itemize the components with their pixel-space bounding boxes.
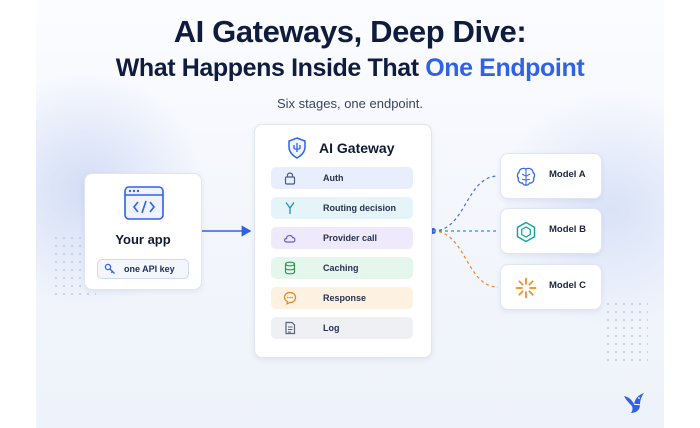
lock-icon: [284, 172, 296, 185]
cloud-icon: [284, 234, 296, 243]
brain-icon: [516, 167, 536, 186]
stage-label: Provider call: [323, 233, 378, 243]
database-icon: [284, 261, 296, 275]
stage-provider-call: Provider call: [271, 227, 413, 249]
stage-log: Log: [271, 317, 413, 339]
stage-label: Caching: [323, 263, 359, 273]
gateway-card: AI Gateway Auth Routing decision Provide…: [254, 124, 432, 358]
bird-logo-icon: [624, 393, 644, 413]
model-card-a: Model A: [500, 153, 602, 199]
page-title-line-2: What Happens Inside That One Endpoint: [36, 54, 664, 83]
model-card-b: Model B: [500, 208, 602, 254]
code-window-icon: [124, 186, 164, 220]
stage-response: Response: [271, 287, 413, 309]
dot-pattern-right: [604, 300, 648, 364]
stage-label: Auth: [323, 173, 344, 183]
page-title: AI Gateways, Deep Dive:: [173, 14, 527, 49]
stage-auth: Auth: [271, 167, 413, 189]
stage-routing-decision: Routing decision: [271, 197, 413, 219]
diagram-canvas: AI Gateways, Deep Dive: What Happens Ins…: [36, 0, 664, 428]
app-name: Your app: [115, 232, 171, 247]
stage-label: Routing decision: [323, 203, 396, 213]
model-card-c: Model C: [500, 264, 602, 310]
connector-model-c: [432, 230, 499, 288]
title-prefix: What Happens Inside That: [115, 54, 426, 82]
connector-model-a: [432, 175, 499, 232]
fork-icon: [285, 202, 295, 214]
page-subtitle: Six stages, one endpoint.: [277, 96, 423, 111]
chat-icon: [283, 291, 297, 305]
title-highlight: One Endpoint: [425, 54, 585, 82]
api-key-chip: one API key: [97, 259, 189, 279]
api-key-label: one API key: [124, 264, 175, 274]
model-label: Model A: [549, 169, 586, 180]
spark-icon: [515, 277, 537, 299]
gateway-title: AI Gateway: [319, 140, 395, 156]
hexagon-icon: [516, 221, 536, 243]
key-icon: [104, 263, 115, 274]
stage-label: Log: [323, 323, 340, 333]
app-card: Your app one API key: [84, 173, 202, 290]
shield-icon: [288, 137, 306, 159]
stage-label: Response: [323, 293, 367, 303]
model-label: Model B: [549, 224, 586, 235]
stage-caching: Caching: [271, 257, 413, 279]
model-label: Model C: [549, 280, 586, 291]
document-icon: [285, 321, 296, 335]
